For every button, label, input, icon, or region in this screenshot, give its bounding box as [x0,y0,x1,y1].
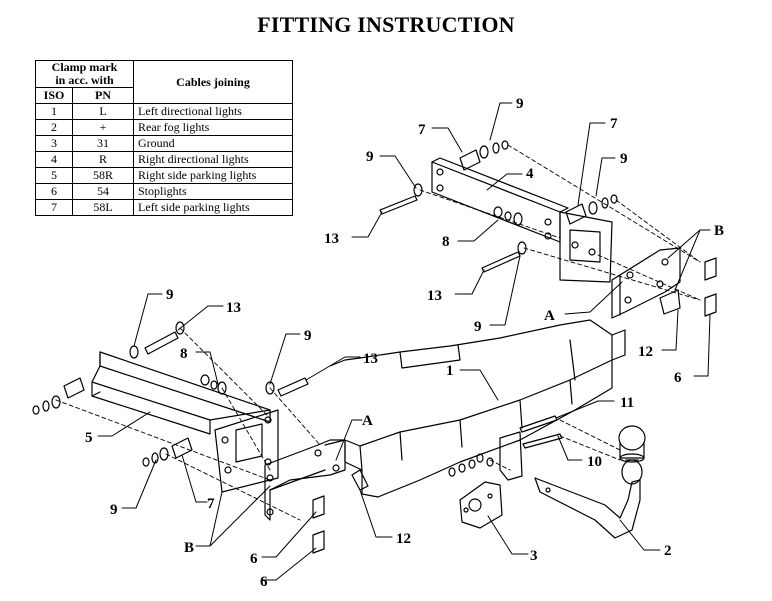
callout-label: 6 [260,574,268,590]
leader-lines [97,102,711,581]
cables-joining-header: Cables joining [133,60,293,104]
cable-cell: Left side parking lights [133,199,293,216]
pn-cell: 54 [72,183,134,200]
pn-cell: 58L [72,199,134,216]
left-side-bracket [264,439,346,521]
callout-label: 2 [664,543,672,559]
washers-and-nuts [32,140,618,477]
socket-plate [459,431,523,529]
callout-label: 1 [446,363,454,379]
cable-cell: Stoplights [133,183,293,200]
clamp-mark-header-line1: Clamp mark [51,60,118,74]
body-clamps [312,257,717,554]
right-side-bracket [611,247,681,319]
callout-label: 8 [180,346,188,362]
callout-label: 4 [526,166,534,182]
callout-label: 6 [250,551,258,567]
callout-label: 8 [442,234,450,250]
callout-label: 9 [304,328,312,344]
callout-label: 12 [396,531,411,547]
callout-label: 10 [587,454,602,470]
callout-label: 9 [366,149,374,165]
callout-label: B [184,540,194,556]
callout-label: 6 [674,370,682,386]
callout-label: 13 [226,300,241,316]
bolts [144,195,681,491]
callout-label: 3 [530,548,538,564]
callout-label: 13 [427,288,442,304]
pn-cell: 31 [72,135,134,152]
alignment-lines [55,144,701,521]
ball-cap [618,425,646,463]
callout-label: A [544,308,555,324]
tow-ball-neck [534,459,643,539]
pn-header: PN [72,87,134,104]
callout-label: 9 [516,96,524,112]
clamp-mark-header: Clamp mark in acc. with [35,60,134,88]
spacers [63,149,587,459]
page-title: FITTING INSTRUCTION [257,12,515,37]
iso-cell: 7 [35,199,73,216]
crossbar [324,319,626,498]
callout-label: 11 [620,395,634,411]
callout-label: 12 [638,344,653,360]
callout-label: 9 [110,502,118,518]
callout-label: 7 [610,116,618,132]
upper-mounting-plate [431,157,613,283]
callout-label: 9 [620,151,628,167]
callout-label: 9 [166,287,174,303]
callout-label: 13 [363,351,378,367]
callout-label: 7 [418,122,426,138]
callout-label: 9 [474,319,482,335]
callout-label: 5 [85,430,93,446]
callout-label: A [362,413,373,429]
clamp-mark-header-line2: in acc. with [55,73,114,87]
cable-cell: Right directional lights [133,151,293,168]
cables-joining-table: Clamp mark in acc. with Cables joining I… [35,60,293,216]
callout-label: B [714,223,724,239]
callout-label: 13 [324,231,339,247]
cable-cell: Right side parking lights [133,167,293,184]
cable-cell: Ground [133,135,293,152]
callout-labels: 9 7 7 9 4 9 13 8 B 13 A 9 12 6 9 13 8 9 … [85,96,724,590]
left-mounting-rail [91,351,279,493]
callout-label: 7 [207,496,215,512]
